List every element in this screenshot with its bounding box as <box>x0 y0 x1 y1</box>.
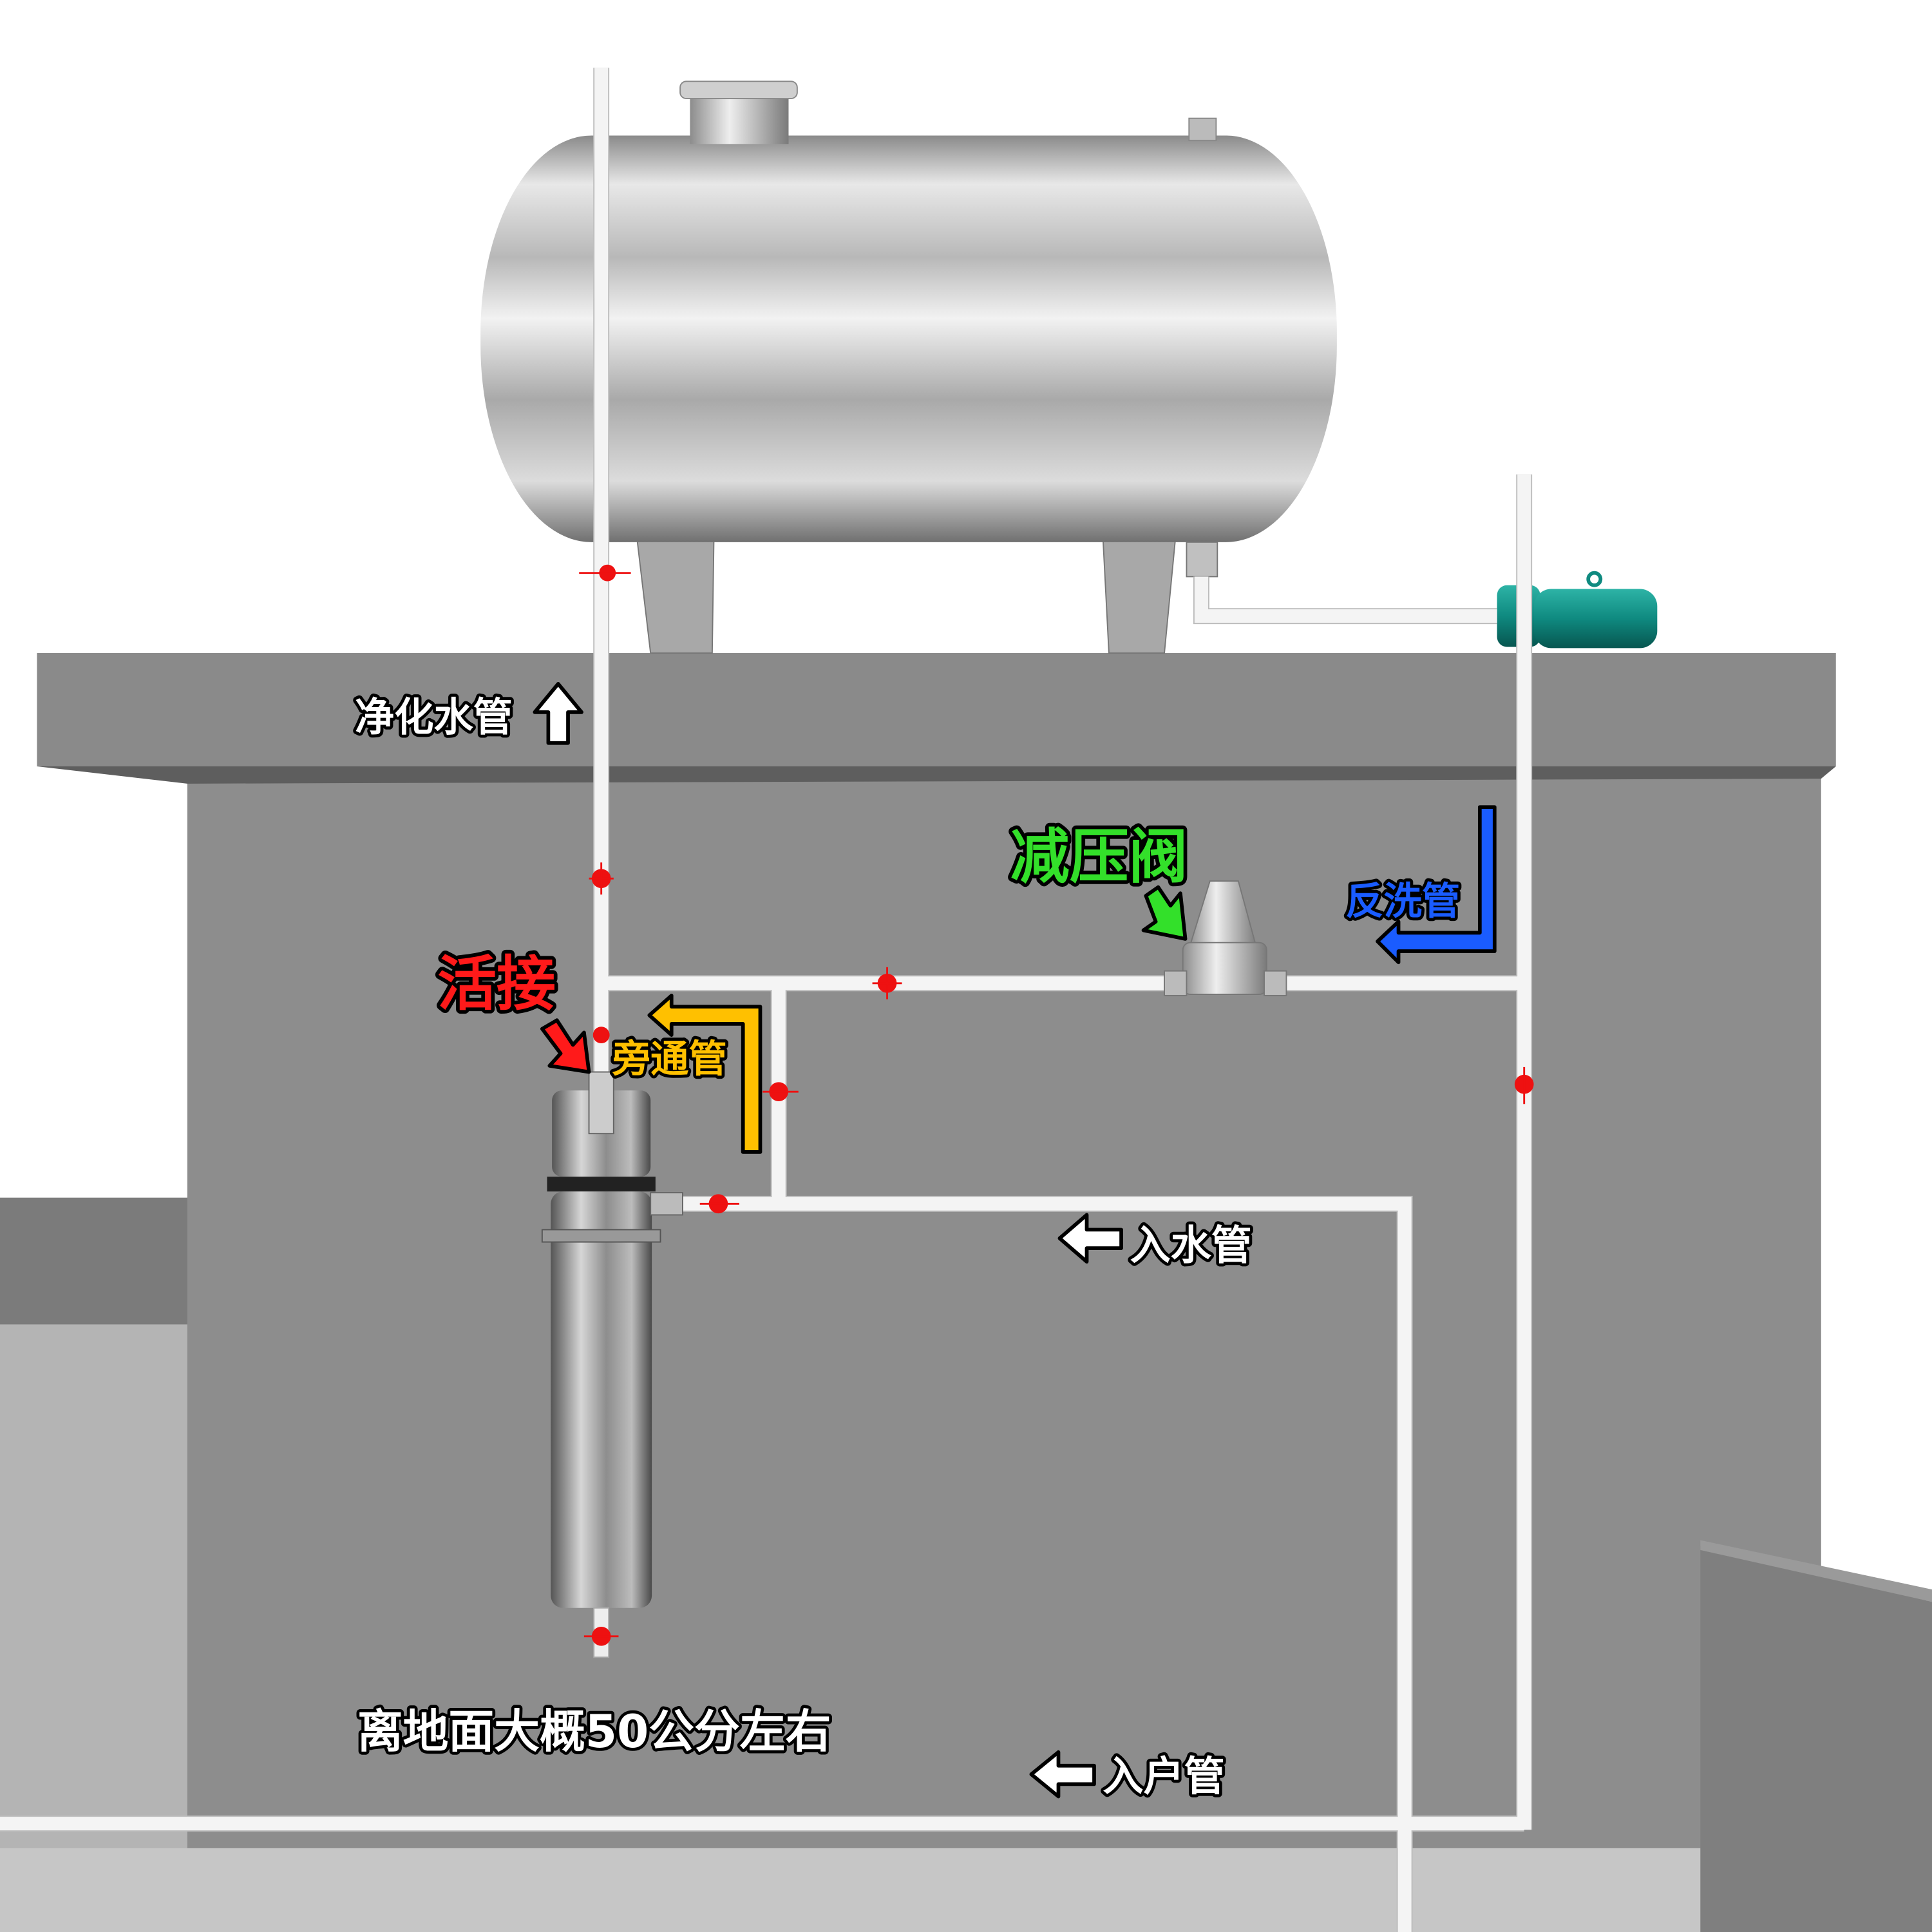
tank-top-flange <box>679 80 798 100</box>
filter-clamp <box>541 1229 661 1243</box>
valve-marker[interactable] <box>583 1626 619 1646</box>
valve-marker[interactable] <box>1514 1066 1534 1104</box>
pump-motor <box>1534 589 1658 649</box>
inlet-fitting <box>650 1192 683 1216</box>
central-water-filter <box>541 1071 683 1658</box>
red-arrow-icon <box>540 1018 591 1074</box>
valve-nut-left <box>1164 970 1188 996</box>
arrows <box>533 681 1497 1799</box>
ledge-underside <box>37 766 1836 784</box>
filter-body <box>551 1191 652 1608</box>
label-pressure-valve: 减压阀 <box>1010 822 1188 891</box>
green-arrow-icon <box>1141 885 1188 941</box>
yellow-bent-arrow-icon <box>647 994 762 1154</box>
valve-marker[interactable] <box>762 1082 799 1101</box>
valve-marker[interactable] <box>592 1027 610 1044</box>
label-house-inlet-pipe: 入户管 <box>1103 1752 1224 1800</box>
tank-body <box>480 135 1337 542</box>
right-block <box>1700 1546 1932 1932</box>
left-low-wall <box>0 1197 198 1325</box>
filter-band-top <box>547 1177 656 1192</box>
tank-outlet-fitting <box>1186 541 1218 578</box>
floor <box>0 1848 1932 1932</box>
ball-valves <box>579 564 1534 1646</box>
label-backwash-pipe: 反洗管 <box>1345 879 1460 923</box>
left-arrow-icon <box>1057 1213 1123 1264</box>
up-arrow-icon <box>533 681 583 745</box>
right-block-top <box>1700 1540 1932 1602</box>
label-purified-pipe: 净化水管 <box>355 695 513 741</box>
valve-marker[interactable] <box>579 564 631 582</box>
pump-lifting-eye <box>1586 571 1603 587</box>
valve-marker[interactable] <box>872 967 902 999</box>
blue-bent-arrow-icon <box>1376 805 1497 965</box>
pressure-reducing-valve <box>1164 880 1287 996</box>
ledge-top <box>37 653 1836 767</box>
main-wall <box>187 764 1821 1851</box>
label-bypass-pipe: 旁通管 <box>612 1037 727 1081</box>
label-height-note: 离地面大概50公分左右 <box>357 1705 831 1758</box>
valve-nut-right <box>1264 970 1287 996</box>
left-arrow-icon <box>1029 1750 1096 1799</box>
union-fitting <box>588 1071 614 1135</box>
label-inlet-pipe: 入水管 <box>1130 1221 1251 1269</box>
left-floor <box>0 1324 198 1855</box>
label-union: 活接 <box>437 949 556 1018</box>
valve-marker[interactable] <box>589 862 614 895</box>
tank-top-nozzle <box>690 92 789 144</box>
valve-body <box>1182 942 1267 995</box>
storage-tank <box>480 80 1337 654</box>
tank-vent <box>1188 117 1217 142</box>
valve-marker[interactable] <box>699 1194 739 1214</box>
